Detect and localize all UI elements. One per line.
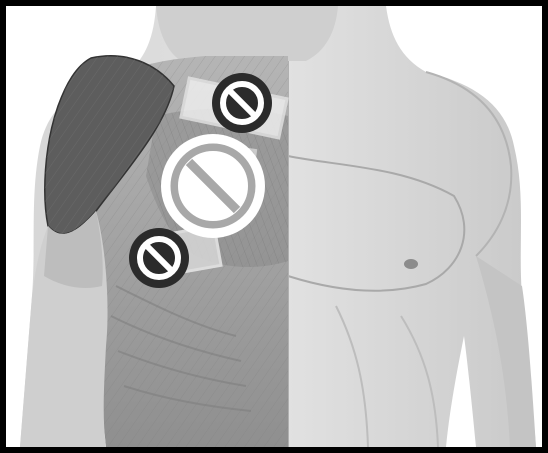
nipple bbox=[404, 259, 418, 269]
neck bbox=[156, 6, 338, 61]
no-symbol-icon bbox=[129, 228, 189, 288]
no-symbol-icon bbox=[161, 134, 265, 238]
anatomy-illustration bbox=[6, 6, 542, 447]
no-symbol-icon bbox=[212, 73, 272, 133]
